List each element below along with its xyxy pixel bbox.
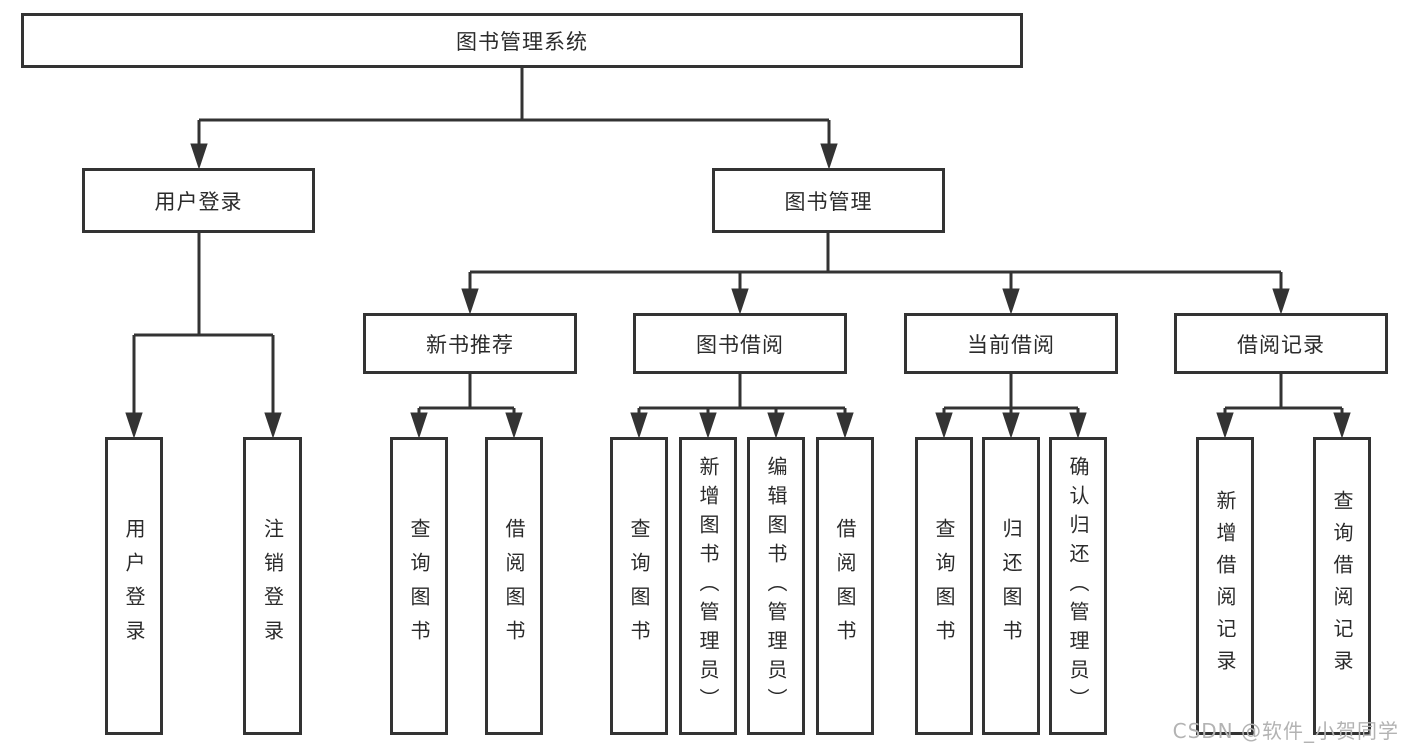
arrowhead [1069, 412, 1087, 439]
node-book-borrowing: 图书借阅 [633, 313, 847, 374]
leaf-add-borrow-record-label: 新增借阅记录 [1213, 490, 1237, 682]
leaf-return-books: 归还图书 [982, 437, 1040, 735]
arrowhead [820, 143, 838, 170]
leaf-query-borrow-record-label: 查询借阅记录 [1330, 490, 1354, 682]
connector-records-to-leaves [1223, 374, 1344, 415]
leaf-borrow-books-recommend: 借阅图书 [485, 437, 543, 735]
arrowhead [1002, 412, 1020, 439]
connector-root-to-level1 [197, 68, 831, 146]
leaf-query-borrow-record: 查询借阅记录 [1313, 437, 1371, 735]
arrowhead [1002, 288, 1020, 315]
leaf-query-books-borrowing-label: 查询图书 [627, 518, 651, 654]
node-new-book-recommendation: 新书推荐 [363, 313, 577, 374]
leaf-query-books-recommend-label: 查询图书 [407, 518, 431, 654]
leaf-add-books-admin: 新增图书（管理员） [679, 437, 737, 735]
connector-userlogin-to-leaves [132, 233, 275, 415]
arrowhead [731, 288, 749, 315]
arrowhead [630, 412, 648, 439]
arrowhead [461, 288, 479, 315]
arrowhead [410, 412, 428, 439]
leaf-query-books-current: 查询图书 [915, 437, 973, 735]
leaf-user-login-label: 用户登录 [122, 518, 146, 654]
connector-current-to-leaves [942, 374, 1080, 415]
leaf-return-books-label: 归还图书 [999, 518, 1023, 654]
arrowhead [1333, 412, 1351, 439]
connector-newbooks-to-leaves [417, 374, 516, 415]
node-library-management-system: 图书管理系统 [21, 13, 1023, 68]
leaf-edit-books-admin: 编辑图书（管理员） [747, 437, 805, 735]
leaf-query-books-current-label: 查询图书 [932, 518, 956, 654]
leaf-query-books-borrowing: 查询图书 [610, 437, 668, 735]
arrowhead [836, 412, 854, 439]
leaf-query-books-recommend: 查询图书 [390, 437, 448, 735]
leaf-add-books-admin-label: 新增图书（管理员） [696, 455, 720, 717]
leaf-edit-books-admin-label: 编辑图书（管理员） [764, 455, 788, 717]
arrowhead [699, 412, 717, 439]
leaf-logout: 注销登录 [243, 437, 302, 735]
arrowhead [1216, 412, 1234, 439]
leaf-borrow-books-borrowing-label: 借阅图书 [833, 518, 857, 654]
leaf-logout-label: 注销登录 [260, 518, 285, 654]
leaf-borrow-books-borrowing: 借阅图书 [816, 437, 874, 735]
arrowhead [935, 412, 953, 439]
leaf-borrow-books-recommend-label: 借阅图书 [502, 518, 526, 654]
connector-borrowing-to-leaves [637, 374, 847, 415]
arrowhead [190, 143, 208, 170]
arrowhead [264, 412, 282, 439]
leaf-confirm-return-admin-label: 确认归还（管理员） [1066, 455, 1090, 717]
node-borrowing-records: 借阅记录 [1174, 313, 1388, 374]
csdn-watermark: CSDN @软件_小贺同学 [1172, 719, 1399, 743]
arrowhead [1272, 288, 1290, 315]
arrowhead [767, 412, 785, 439]
leaf-add-borrow-record: 新增借阅记录 [1196, 437, 1254, 735]
arrowhead [125, 412, 143, 439]
leaf-user-login: 用户登录 [105, 437, 163, 735]
leaf-confirm-return-admin: 确认归还（管理员） [1049, 437, 1107, 735]
node-user-login: 用户登录 [82, 168, 315, 233]
arrowhead [505, 412, 523, 439]
connector-bookmgmt-to-level2 [468, 233, 1283, 291]
node-current-borrowing: 当前借阅 [904, 313, 1118, 374]
node-book-management: 图书管理 [712, 168, 945, 233]
